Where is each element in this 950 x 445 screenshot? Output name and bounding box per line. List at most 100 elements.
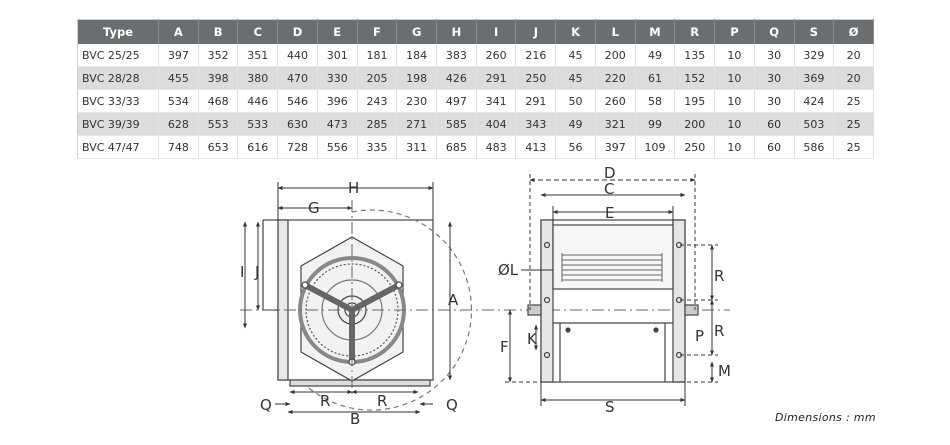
dimension-cell: 497: [436, 89, 477, 113]
dimension-cell: 45: [555, 66, 596, 90]
dimension-cell: 473: [317, 112, 358, 136]
dimension-cell: 216: [515, 44, 557, 67]
dimension-cell: 534: [158, 89, 199, 113]
dimension-cell: 56: [555, 135, 596, 159]
dimension-cell: 25: [833, 112, 874, 136]
model-cell: BVC 33/33: [77, 89, 159, 113]
model-cell: BVC 39/39: [77, 112, 159, 136]
header-cell: R: [674, 19, 716, 44]
dimension-cell: 49: [555, 112, 596, 136]
label-i: I: [240, 263, 244, 281]
dimension-cell: 343: [515, 112, 557, 136]
dimension-cell: 470: [277, 66, 318, 90]
label-r-bottom: R: [714, 322, 724, 340]
dimension-cell: 260: [595, 89, 636, 113]
dimension-cell: 45: [555, 44, 596, 67]
label-g: G: [308, 199, 320, 217]
label-k: K: [527, 330, 538, 348]
header-cell: H: [436, 19, 477, 44]
dimension-cell: 10: [714, 66, 755, 90]
label-r-top: R: [714, 267, 724, 285]
dimension-cell: 20: [833, 66, 874, 90]
dimension-cell: 200: [674, 112, 716, 136]
dimension-cell: 546: [277, 89, 318, 113]
dimension-cell: 585: [436, 112, 477, 136]
dimension-cell: 25: [833, 135, 874, 159]
label-a: A: [448, 291, 459, 309]
dimension-cell: 329: [794, 44, 835, 67]
dimension-cell: 335: [357, 135, 398, 159]
dimension-cell: 556: [317, 135, 358, 159]
dimension-cell: 455: [158, 66, 199, 90]
label-l: ØL: [498, 261, 519, 279]
dimension-cell: 396: [317, 89, 358, 113]
header-cell: J: [515, 19, 557, 44]
model-cell: BVC 28/28: [77, 66, 159, 90]
dimension-cell: 10: [714, 89, 755, 113]
dimension-cell: 380: [237, 66, 279, 90]
dimension-cell: 369: [794, 66, 835, 90]
label-j: J: [254, 263, 259, 281]
label-q-left: Q: [260, 396, 272, 414]
dimension-cell: 311: [396, 135, 438, 159]
dimension-cell: 653: [198, 135, 239, 159]
label-q-right: Q: [446, 396, 458, 414]
label-r-left: R: [320, 392, 330, 410]
header-cell: M: [635, 19, 676, 44]
header-cell: A: [158, 19, 199, 44]
header-cell: D: [277, 19, 318, 44]
dimension-cell: 483: [476, 135, 517, 159]
dimension-cell: 398: [198, 66, 239, 90]
dimension-cell: 321: [595, 112, 636, 136]
dimension-cell: 468: [198, 89, 239, 113]
dimension-cell: 630: [277, 112, 318, 136]
label-p: P: [695, 327, 704, 345]
dimension-cell: 25: [833, 89, 874, 113]
dimension-cell: 426: [436, 66, 477, 90]
side-view-drawing: [527, 219, 699, 383]
dimension-cell: 60: [754, 135, 795, 159]
dimension-cell: 748: [158, 135, 199, 159]
header-cell: P: [714, 19, 755, 44]
dimension-cell: 60: [754, 112, 795, 136]
dimension-cell: 260: [476, 44, 517, 67]
label-m: M: [718, 362, 731, 380]
dimension-cell: 352: [198, 44, 239, 67]
dimension-cell: 181: [357, 44, 398, 67]
dimension-cell: 243: [357, 89, 398, 113]
dimension-cell: 250: [674, 135, 716, 159]
dimension-cell: 424: [794, 89, 835, 113]
dimension-cell: 10: [714, 135, 755, 159]
header-cell: C: [237, 19, 279, 44]
dimension-cell: 616: [237, 135, 279, 159]
header-cell: K: [555, 19, 596, 44]
dimension-cell: 195: [674, 89, 716, 113]
dimension-cell: 291: [515, 89, 557, 113]
header-cell: F: [357, 19, 398, 44]
dimension-cell: 628: [158, 112, 199, 136]
header-cell: Ø: [833, 19, 874, 44]
dimension-cell: 61: [635, 66, 676, 90]
model-cell: BVC 25/25: [77, 44, 159, 67]
dimension-cell: 205: [357, 66, 398, 90]
dimension-cell: 10: [714, 44, 755, 67]
dimension-cell: 341: [476, 89, 517, 113]
header-cell: E: [317, 19, 358, 44]
dimension-cell: 728: [277, 135, 318, 159]
dimension-cell: 291: [476, 66, 517, 90]
dimension-cell: 301: [317, 44, 358, 67]
dimension-cell: 553: [198, 112, 239, 136]
label-b: B: [350, 410, 360, 428]
dimension-cell: 30: [754, 89, 795, 113]
dimension-cell: 50: [555, 89, 596, 113]
header-cell: S: [794, 19, 835, 44]
dimension-cell: 503: [794, 112, 835, 136]
label-f: F: [500, 338, 509, 356]
label-r-right: R: [377, 392, 387, 410]
model-cell: BVC 47/47: [77, 135, 159, 159]
